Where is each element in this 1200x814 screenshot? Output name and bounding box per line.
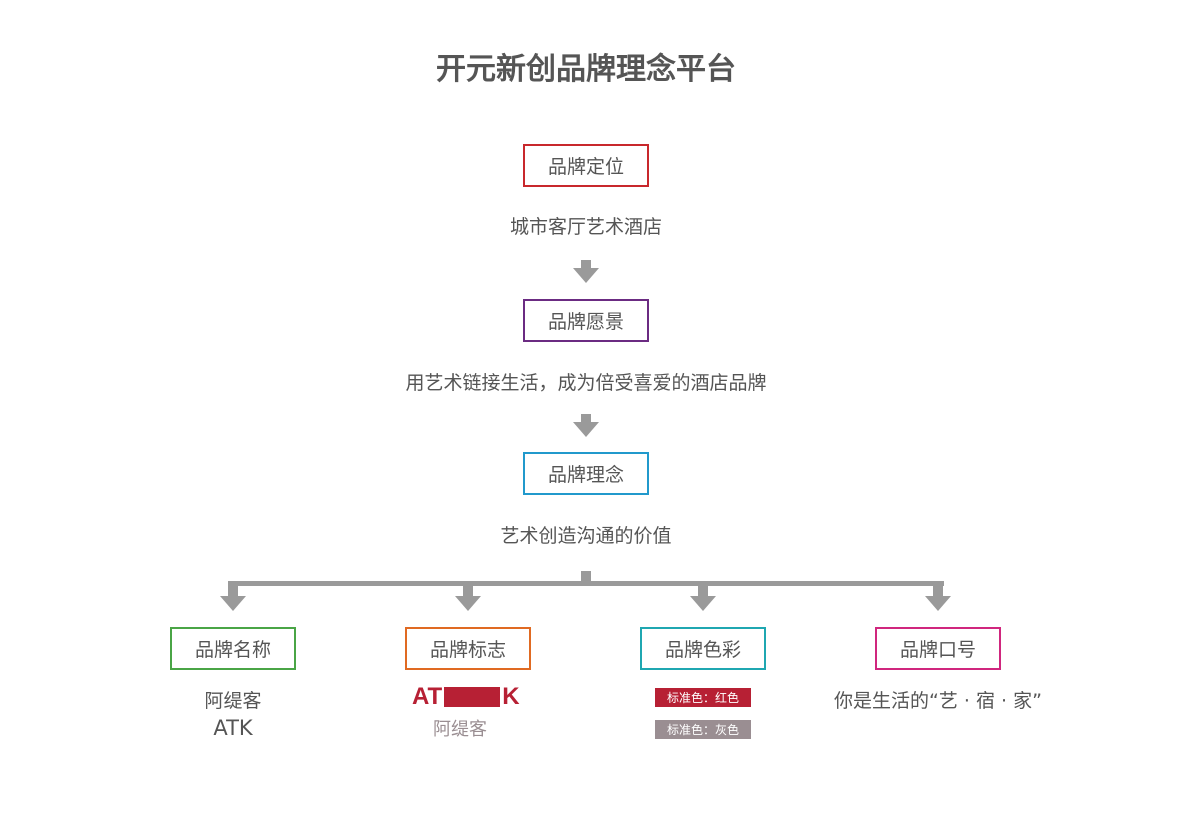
brand-vision-box: 品牌愿景: [523, 299, 649, 342]
standard-gray-swatch: 标准色：灰色: [655, 720, 751, 739]
atk-logo: AT K: [412, 683, 520, 710]
brand-slogan-box: 品牌口号: [875, 627, 1001, 670]
brand-concept-text: 艺术创造沟通的价值: [500, 525, 672, 547]
arrow-shaft-1: [581, 260, 591, 268]
logo-red-block: [444, 687, 501, 707]
brand-name-box: 品牌名称: [170, 627, 296, 670]
branch-stem: [581, 571, 591, 585]
brand-logo-box: 品牌标志: [405, 627, 531, 670]
brand-slogan-text: 你是生活的“艺 · 宿 · 家”: [834, 690, 1042, 712]
branch-head-slogan: [925, 596, 951, 611]
branch-shaft-slogan: [933, 585, 943, 597]
brand-color-box: 品牌色彩: [640, 627, 766, 670]
branch-shaft-color: [698, 585, 708, 597]
logo-text-left: AT: [412, 683, 443, 710]
branch-head-color: [690, 596, 716, 611]
branch-bar: [228, 581, 944, 586]
branch-head-name: [220, 596, 246, 611]
brand-name-en: ATK: [213, 716, 253, 740]
standard-red-swatch: 标准色：红色: [655, 688, 751, 707]
brand-vision-text: 用艺术链接生活，成为倍受喜爱的酒店品牌: [405, 372, 767, 394]
brand-positioning-text: 城市客厅艺术酒店: [509, 216, 662, 238]
logo-subtitle: 阿缇客: [433, 719, 487, 740]
page-title: 开元新创品牌理念平台: [436, 52, 736, 87]
brand-positioning-box: 品牌定位: [523, 144, 649, 187]
logo-text-right: K: [502, 683, 520, 710]
branch-shaft-logo: [463, 585, 473, 597]
brand-name-cn: 阿缇客: [204, 690, 262, 712]
arrow-head-2: [573, 422, 599, 437]
branch-shaft-name: [228, 585, 238, 597]
arrow-shaft-2: [581, 414, 591, 422]
arrow-head-1: [573, 268, 599, 283]
branch-head-logo: [455, 596, 481, 611]
brand-concept-box: 品牌理念: [523, 452, 649, 495]
